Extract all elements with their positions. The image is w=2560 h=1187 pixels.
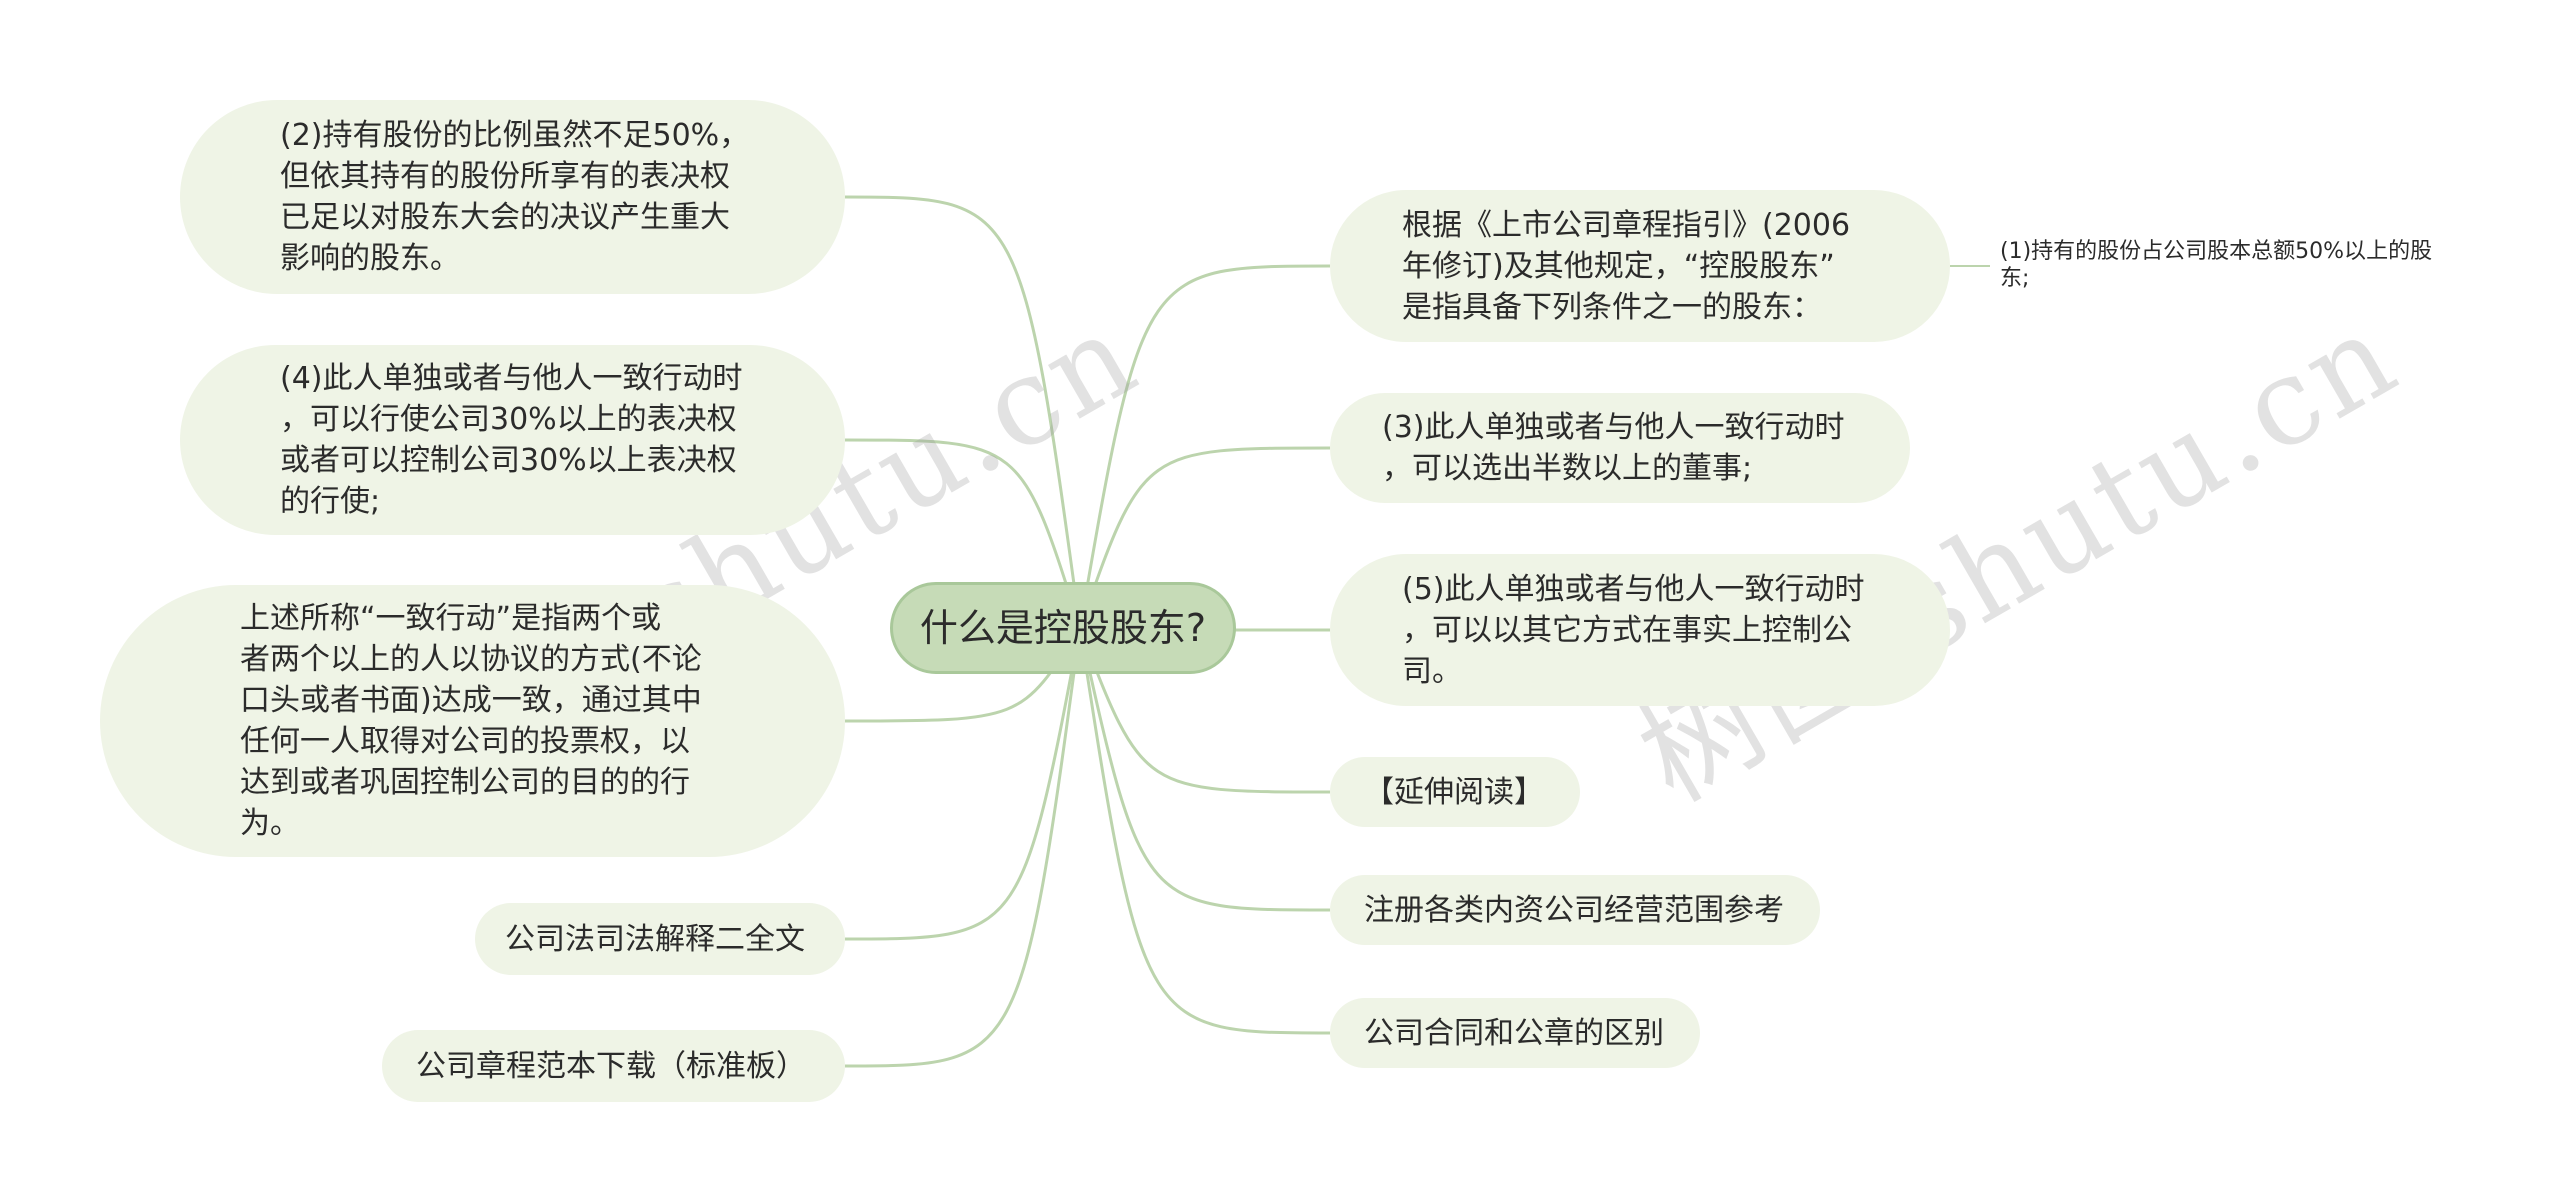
- edge-left-2: [844, 438, 1082, 629]
- edge-right-4: [1078, 627, 1331, 794]
- right-node-actual-control[interactable]: (5)此人单独或者与他人一致行动时 ，可以以其它方式在事实上控制公 司。: [1330, 554, 1950, 706]
- left-node-judicial-interpretation[interactable]: 公司法司法解释二全文: [475, 903, 845, 975]
- right-node-definition[interactable]: 根据《上市公司章程指引》(2006 年修订)及其他规定，“控股股东” 是指具备下…: [1330, 190, 1950, 342]
- root-topic[interactable]: 什么是控股股东?: [890, 582, 1236, 674]
- left-node-30-percent-voting[interactable]: (4)此人单独或者与他人一致行动时 ，可以行使公司30%以上的表决权 或者可以控…: [180, 345, 845, 535]
- edge-right-5: [1078, 627, 1331, 912]
- edge-left-1: [844, 195, 1082, 629]
- right-node-contract-seal-difference[interactable]: 公司合同和公章的区别: [1330, 998, 1700, 1068]
- right-node-business-scope[interactable]: 注册各类内资公司经营范围参考: [1330, 875, 1820, 945]
- edge-right-6: [1078, 627, 1331, 1035]
- edge-right-2: [1078, 446, 1331, 629]
- leaf-node-over-50-percent[interactable]: (1)持有的股份占公司股本总额50%以上的股 东;: [2000, 239, 2433, 291]
- right-node-elect-directors[interactable]: (3)此人单独或者与他人一致行动时 ，可以选出半数以上的董事;: [1330, 393, 1910, 503]
- edge-left-5: [844, 627, 1082, 1068]
- edge-right-1: [1078, 264, 1331, 629]
- left-node-shareholding-below-50[interactable]: (2)持有股份的比例虽然不足50%， 但依其持有的股份所享有的表决权 已足以对股…: [180, 100, 845, 294]
- right-node-extended-reading[interactable]: 【延伸阅读】: [1330, 757, 1580, 827]
- left-node-articles-template[interactable]: 公司章程范本下载（标准板）: [382, 1030, 845, 1102]
- left-node-concerted-action-definition[interactable]: 上述所称“一致行动”是指两个或 者两个以上的人以协议的方式(不论 口头或者书面)…: [100, 585, 845, 857]
- edge-left-4: [844, 627, 1082, 941]
